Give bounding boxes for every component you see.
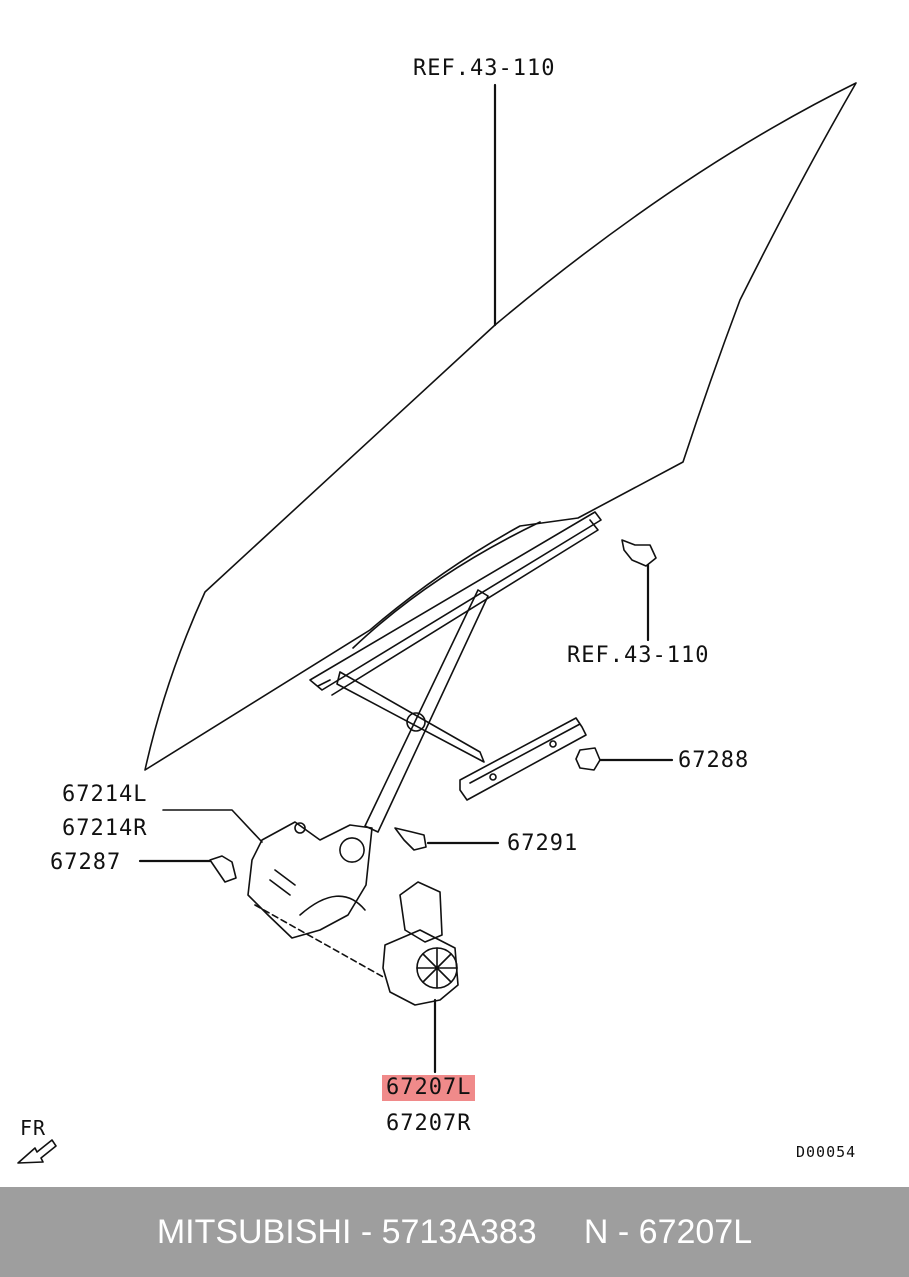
clip-ref [621, 539, 657, 567]
part-info-footer: MITSUBISHI - 5713A383 N - 67207L [0, 1187, 909, 1277]
part-label-67288[interactable]: 67288 [678, 748, 750, 773]
lift-arm-b [336, 671, 485, 763]
parts-diagram: REF.43-110 REF.43-110 67288 67214L 67214… [17, 56, 857, 1164]
door-glass [144, 82, 857, 771]
fr-arrow [17, 1139, 57, 1164]
nut-67288 [575, 747, 601, 771]
part-label-67214r[interactable]: 67214R [62, 816, 148, 841]
regulator-base [247, 821, 373, 939]
motor-mount-line [254, 904, 386, 979]
leader-67214 [162, 809, 263, 843]
glass-rail [309, 511, 602, 696]
part-label-67287[interactable]: 67287 [50, 850, 122, 875]
lift-arm-a [364, 589, 489, 833]
diagram-drawing [17, 82, 857, 1164]
bolt-67291 [394, 827, 427, 851]
glass-lower-edge [352, 521, 541, 649]
footer-text: MITSUBISHI - 5713A383 N - 67207L [156, 1212, 753, 1251]
part-label-67207r[interactable]: 67207R [386, 1111, 472, 1136]
diagram-code: D00054 [796, 1143, 857, 1161]
motor-body [382, 929, 459, 1006]
part-label-67207l-highlighted[interactable]: 67207L [382, 1075, 476, 1101]
motor-cylinder [399, 881, 443, 943]
part-label-67214l[interactable]: 67214L [62, 782, 148, 807]
part-label-67291[interactable]: 67291 [507, 831, 579, 856]
lower-rail [459, 717, 587, 801]
ref-label-mid: REF.43-110 [567, 643, 710, 668]
bolt-67287 [209, 855, 237, 883]
ref-label-top: REF.43-110 [413, 56, 556, 81]
front-direction-label: FR [20, 1116, 47, 1140]
